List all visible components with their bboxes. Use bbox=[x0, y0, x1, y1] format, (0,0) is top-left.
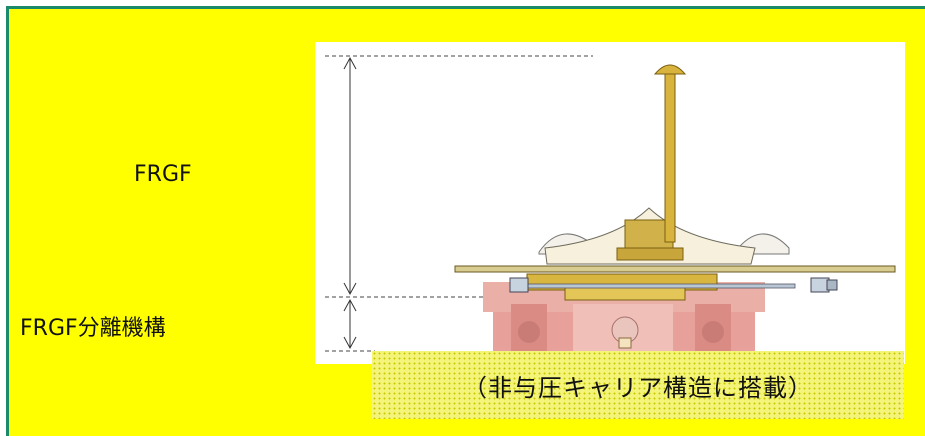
frgf-illustration bbox=[325, 55, 896, 364]
frgf-diagram bbox=[315, 42, 905, 364]
slide: FRGF FRGF分離機構 bbox=[6, 6, 925, 436]
frgf-separation-mechanism-label: FRGF分離機構 bbox=[20, 316, 166, 341]
caption-note: （非与圧キャリア構造に搭載） bbox=[372, 351, 904, 419]
frgf-label: FRGF bbox=[134, 162, 192, 187]
